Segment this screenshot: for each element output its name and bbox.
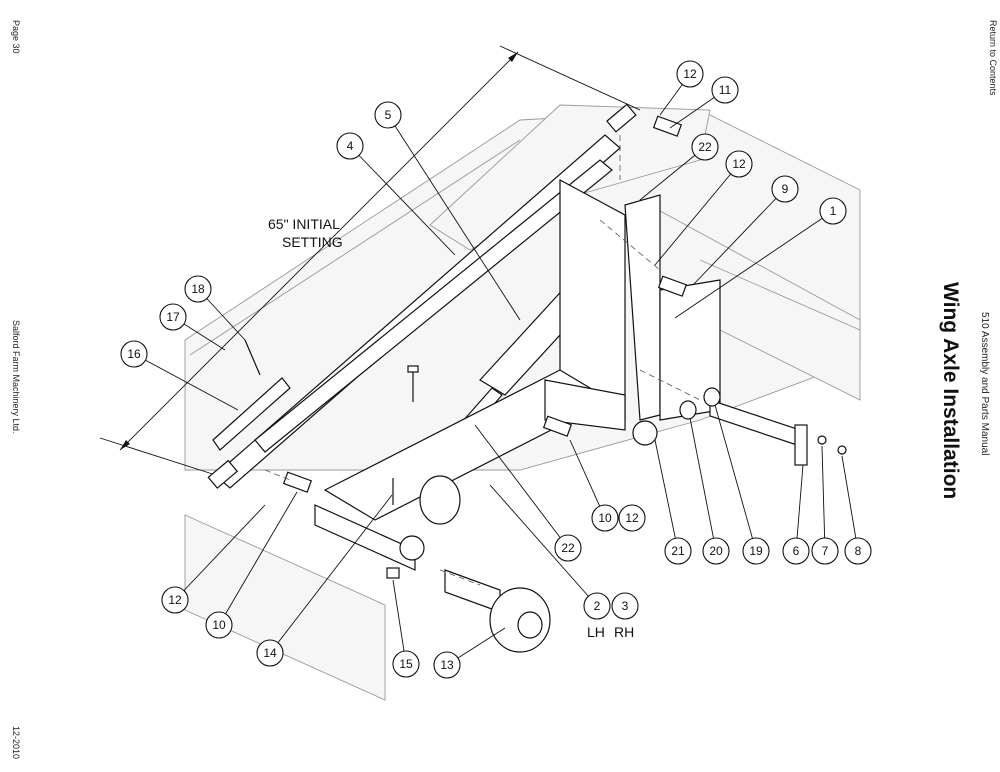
callout-12a: 12 [676,60,704,88]
callout-11: 11 [711,76,739,104]
callout-15: 15 [392,650,420,678]
alignment-lines [264,135,701,586]
svg-text:5: 5 [385,108,392,122]
callout-16: 16 [120,340,148,368]
svg-text:17: 17 [166,310,180,324]
svg-text:12: 12 [683,67,697,81]
svg-text:21: 21 [671,544,685,558]
svg-text:18: 18 [191,282,205,296]
svg-text:10: 10 [212,618,226,632]
hub-spindle [444,569,551,653]
svg-text:2: 2 [594,599,601,613]
svg-text:22: 22 [698,140,712,154]
callout-20: 20 [702,537,730,565]
callout-12d: 12 [161,586,189,614]
pins-bolts [244,115,688,579]
callout-18: 18 [184,275,212,303]
svg-text:12: 12 [168,593,182,607]
svg-text:4: 4 [347,139,354,153]
callout-1: 1 [819,197,847,225]
callout-2: 2 [583,592,611,620]
dimension-65in [99,45,641,479]
dimension-label-line2: SETTING [282,234,343,250]
svg-text:3: 3 [622,599,629,613]
label-lh: LH [587,624,605,640]
svg-text:8: 8 [855,544,862,558]
callout-8: 8 [844,537,872,565]
svg-text:1: 1 [830,204,837,218]
axle-arm [314,369,626,571]
svg-text:9: 9 [782,182,789,196]
svg-text:16: 16 [127,347,141,361]
svg-text:12: 12 [732,157,746,171]
callout-19: 19 [742,537,770,565]
svg-text:13: 13 [440,658,454,672]
leader-lines [133,73,859,666]
callout-10b: 10 [205,611,233,639]
svg-text:15: 15 [399,657,413,671]
callout-21: 21 [664,537,692,565]
callouts: 1 2 3 4 5 6 7 8 9 10 10 11 12 12 12 12 1… [120,60,872,679]
pivot-shaft [632,387,847,466]
callout-22a: 22 [691,133,719,161]
callout-3: 3 [611,592,639,620]
svg-text:11: 11 [719,83,732,97]
callout-12c: 12 [618,504,646,532]
callout-9: 9 [771,175,799,203]
adjustment-rods [207,103,637,489]
callout-7: 7 [811,537,839,565]
svg-text:10: 10 [598,511,612,525]
svg-text:22: 22 [561,541,575,555]
svg-text:6: 6 [793,544,800,558]
svg-text:14: 14 [263,646,277,660]
svg-text:7: 7 [822,544,829,558]
mount-plates [559,178,721,422]
callout-4: 4 [336,132,364,160]
label-rh: RH [614,624,634,640]
callout-17: 17 [159,303,187,331]
svg-text:20: 20 [709,544,723,558]
svg-text:19: 19 [749,544,763,558]
callout-22b: 22 [554,534,582,562]
callout-10a: 10 [591,504,619,532]
callout-14: 14 [256,639,284,667]
callout-13: 13 [433,651,461,679]
callout-12b: 12 [725,150,753,178]
callout-5: 5 [374,101,402,129]
callout-6: 6 [782,537,810,565]
svg-text:12: 12 [625,511,639,525]
dimension-label-line1: 65" INITIAL [268,216,340,232]
